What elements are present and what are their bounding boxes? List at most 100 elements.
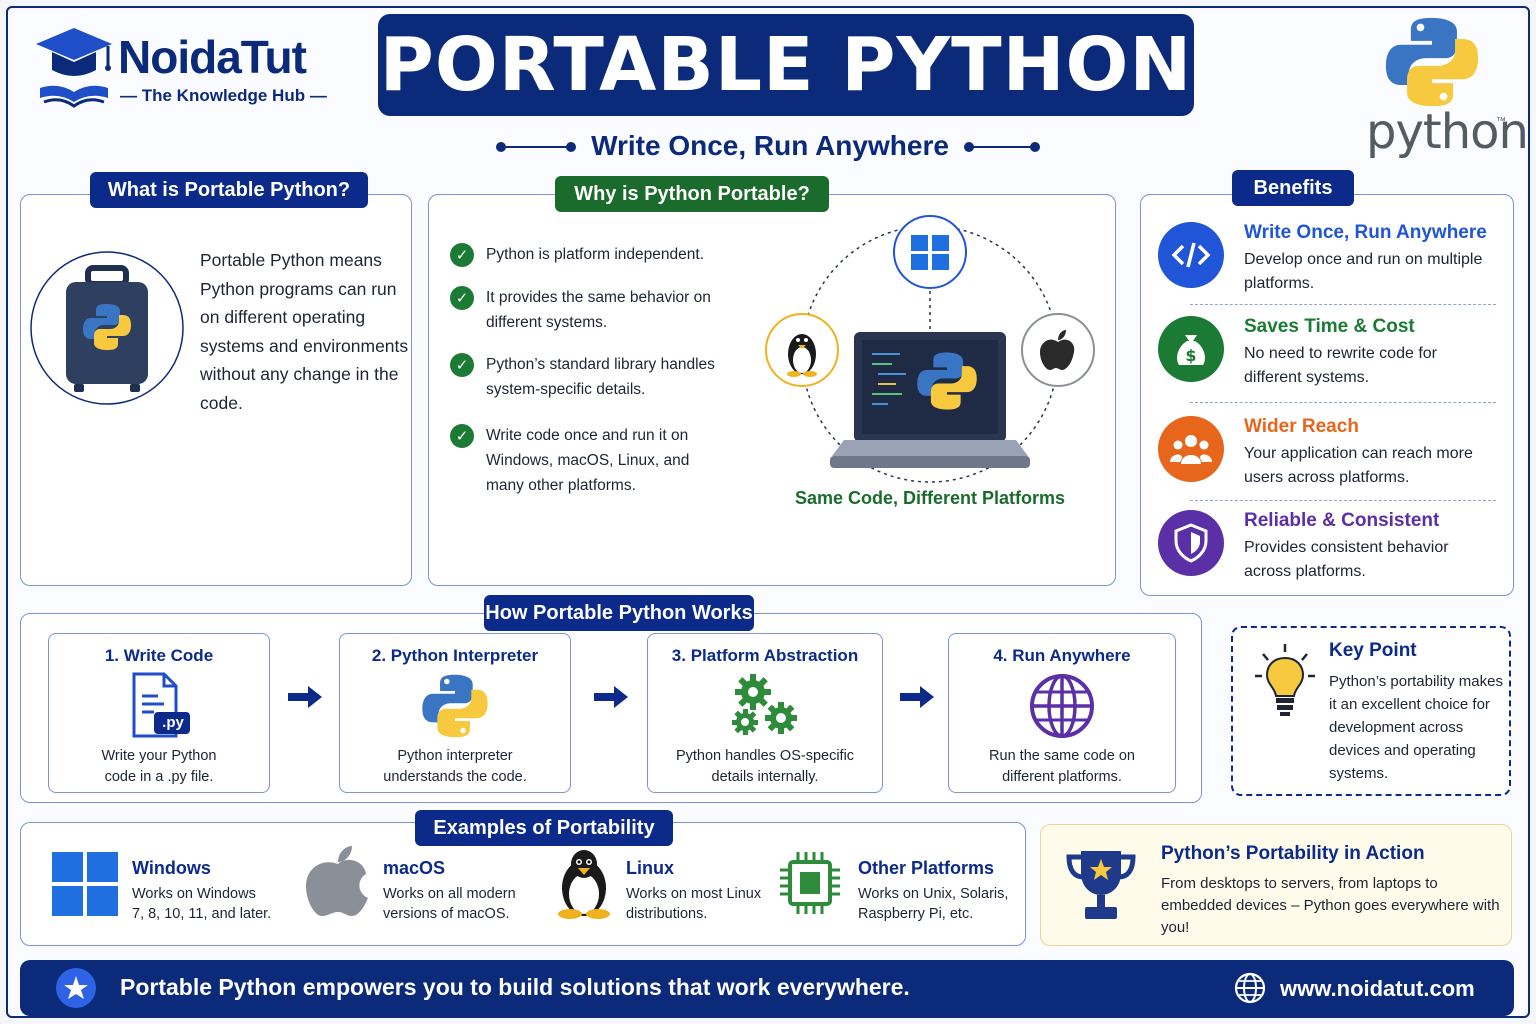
step-desc-line: Run the same code on (989, 748, 1135, 764)
step-title: 2. Python Interpreter (371, 646, 539, 665)
example-desc: Works on Windows 7, 8, 10, 11, and later. (132, 884, 271, 924)
chip-icon (780, 852, 840, 914)
example-desc: Works on most Linux distributions. (626, 884, 761, 924)
portability-in-action-card: Python’s Portability in Action From desk… (1040, 824, 1512, 946)
svg-text:$: $ (1185, 346, 1196, 365)
windows-icon (52, 852, 118, 916)
benefit-item: Reliable & Consistent Provides consisten… (1158, 510, 1498, 590)
why-item-text: Write code once and run it on Windows, m… (486, 427, 690, 494)
benefit-item: $ Saves Time & Cost No need to rewrite c… (1158, 316, 1498, 396)
code-icon (1158, 222, 1224, 288)
step-desc-line: details internally. (711, 769, 819, 785)
why-item: ✓ Python’s standard library handles syst… (450, 352, 740, 402)
example-title: Linux (626, 858, 674, 878)
benefit-title: Saves Time & Cost (1244, 316, 1415, 337)
benefit-title: Write Once, Run Anywhere (1244, 222, 1487, 243)
step-desc-line: understands the code. (383, 769, 527, 785)
brand-logo-name: NoidaTut (118, 31, 307, 83)
step-desc-line: Python handles OS-specific (675, 748, 855, 764)
action-title: Python’s Portability in Action (1161, 843, 1425, 864)
step-desc-line: Python interpreter (397, 748, 513, 764)
trademark-symbol: ™ (1496, 116, 1506, 127)
gears-icon (729, 672, 801, 743)
step-desc-line: Write your Python (101, 748, 217, 764)
benefit-divider (1190, 500, 1496, 501)
example-desc-line: versions of macOS. (383, 906, 510, 922)
benefit-item: Write Once, Run Anywhere Develop once an… (1158, 222, 1498, 302)
check-icon: ✓ (450, 243, 474, 267)
apple-icon (306, 846, 368, 916)
page-title: PORTABLE PYTHON (379, 22, 1193, 108)
py-badge: .py (162, 714, 184, 731)
python-suitcase-icon (30, 248, 184, 412)
globe-icon (1234, 972, 1266, 1004)
title-banner: PORTABLE PYTHON (378, 14, 1194, 116)
example-desc-line: Works on Windows (132, 886, 256, 902)
brand-tagline: — The Knowledge Hub — (120, 86, 327, 105)
why-heading: Why is Python Portable? (555, 176, 829, 212)
why-item-text: Python’s standard library handles system… (486, 356, 715, 398)
example-desc: Works on Unix, Solaris,Raspberry Pi, etc… (858, 884, 1008, 924)
subtitle-dot-left (496, 142, 506, 152)
check-icon: ✓ (450, 353, 474, 377)
step-desc: Python handles OS-specific details intern… (648, 746, 882, 788)
footer-website-link[interactable]: www.noidatut.com (1280, 976, 1475, 1001)
step-desc: Write your Python code in a .py file. (49, 746, 269, 788)
graduation-cap-book-icon (34, 24, 114, 112)
python-logo-icon (1384, 14, 1480, 115)
globe-icon (1028, 672, 1096, 745)
why-item-text: Python is platform independent. (486, 246, 704, 263)
benefit-desc: Develop once and run on multiple platfor… (1244, 251, 1483, 292)
benefit-title: Wider Reach (1244, 416, 1359, 437)
subtitle-dot-right (1030, 142, 1040, 152)
shield-icon (1158, 510, 1224, 576)
step-card: 3. Platform Abstraction Python handles O… (647, 633, 883, 793)
subtitle-dot-left-inner (566, 142, 576, 152)
users-icon (1158, 416, 1224, 482)
arrow-right-icon (900, 686, 934, 708)
why-item: ✓ Python is platform independent. (450, 242, 750, 267)
example-desc-line: Works on most Linux (626, 886, 762, 902)
star-icon (56, 968, 96, 1008)
check-icon: ✓ (450, 286, 474, 310)
examples-heading: Examples of Portability (415, 810, 673, 846)
step-card: 2. Python Interpreter Python interpreter… (339, 633, 571, 793)
benefits-heading: Benefits (1232, 170, 1354, 206)
benefit-title: Reliable & Consistent (1244, 510, 1440, 531)
step-title: 4. Run Anywhere (993, 646, 1131, 665)
python-wordmark: python (1366, 104, 1529, 160)
check-icon: ✓ (450, 424, 474, 448)
py-file-icon: .py (124, 672, 194, 745)
subtitle-dot-right-inner (964, 142, 974, 152)
example-title: macOS (383, 858, 446, 878)
key-point-card: Key Point Python’s portability makes it … (1231, 626, 1511, 796)
action-desc: From desktops to servers, from laptops t… (1161, 875, 1500, 936)
example-title: Windows (132, 858, 211, 878)
example-desc-line: Works on Unix, Solaris, (858, 886, 1009, 902)
benefit-item: Wider Reach Your application can reach m… (1158, 416, 1498, 496)
benefit-desc: Provides consistent behavior across plat… (1244, 539, 1449, 580)
how-heading: How Portable Python Works (484, 595, 754, 631)
footer-bar: Portable Python empowers you to build so… (20, 960, 1514, 1016)
why-item: ✓ It provides the same behavior on diffe… (450, 285, 720, 335)
page-subtitle: Write Once, Run Anywhere (591, 130, 949, 161)
what-heading: What is Portable Python? (90, 172, 368, 208)
example-desc-line: distributions. (626, 906, 708, 922)
example-title: Other Platforms (858, 858, 995, 878)
what-description: Portable Python means Python programs ca… (200, 250, 409, 413)
example-desc-line: 7, 8, 10, 11, and later. (132, 906, 272, 922)
same-code-caption: Same Code, Different Platforms (794, 488, 1066, 508)
arrow-right-icon (594, 686, 628, 708)
step-desc: Python interpreter understands the code. (340, 746, 570, 788)
why-item-text: It provides the same behavior on differe… (486, 289, 711, 331)
step-desc-line: code in a .py file. (104, 769, 214, 785)
money-bag-icon: $ (1158, 316, 1224, 382)
key-point-desc: Python’s portability makes it an excelle… (1329, 673, 1503, 782)
why-item: ✓ Write code once and run it on Windows,… (450, 423, 720, 498)
subtitle-line-right (972, 146, 1036, 148)
lightbulb-icon (1255, 642, 1315, 723)
